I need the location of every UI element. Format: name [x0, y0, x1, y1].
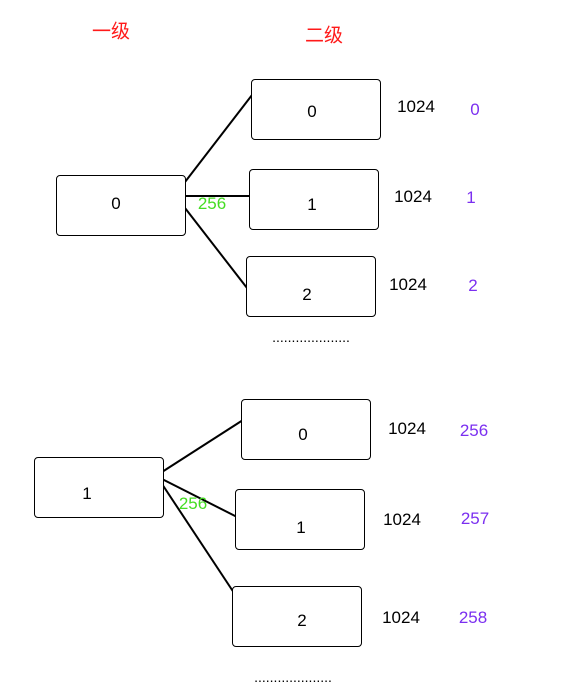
block-size: 1024 — [388, 419, 426, 438]
connector-g1-c1 — [161, 478, 244, 521]
level2-node-label: 1 — [296, 518, 306, 537]
level2-node-1-0: 0 — [241, 399, 371, 460]
block-size: 1024 — [382, 608, 420, 627]
level2-node-0-0: 0 — [251, 79, 381, 140]
connector-g1-c2 — [161, 483, 245, 609]
level2-node-label: 2 — [297, 611, 307, 630]
level2-node-1-2: 2 — [232, 586, 362, 647]
block-index: 256 — [459, 421, 489, 440]
block-index: 2 — [468, 276, 478, 295]
connector-g0-c0 — [184, 94, 253, 183]
level1-heading: 一级 — [91, 21, 131, 43]
block-size: 1024 — [394, 187, 432, 206]
level1-node-label: 1 — [82, 484, 92, 503]
level1-node-1: 1 — [34, 457, 164, 518]
level2-node-label: 1 — [307, 195, 317, 214]
block-size: 1024 — [397, 97, 435, 116]
level2-node-label: 2 — [302, 285, 312, 304]
level1-node-label: 0 — [111, 194, 121, 213]
stride-label: 256 — [178, 494, 208, 513]
level2-node-1-1: 1 — [235, 489, 365, 550]
level2-node-label: 0 — [298, 425, 308, 444]
level1-node-0: 0 — [56, 175, 186, 236]
ellipsis: .................... — [272, 329, 350, 345]
stride-label: 256 — [197, 194, 227, 213]
block-index: 258 — [458, 608, 488, 627]
level2-node-0-2: 2 — [246, 256, 376, 317]
block-index: 1 — [466, 188, 476, 207]
level2-node-label: 0 — [307, 102, 317, 121]
level2-heading: 二级 — [304, 25, 344, 47]
ellipsis: .................... — [254, 669, 332, 685]
block-index: 0 — [470, 100, 480, 119]
level2-node-0-1: 1 — [249, 169, 379, 230]
connector-g0-c2 — [184, 207, 248, 289]
block-index: 257 — [460, 509, 490, 528]
block-size: 1024 — [383, 510, 421, 529]
connector-g1-c0 — [161, 419, 244, 473]
block-size: 1024 — [389, 275, 427, 294]
